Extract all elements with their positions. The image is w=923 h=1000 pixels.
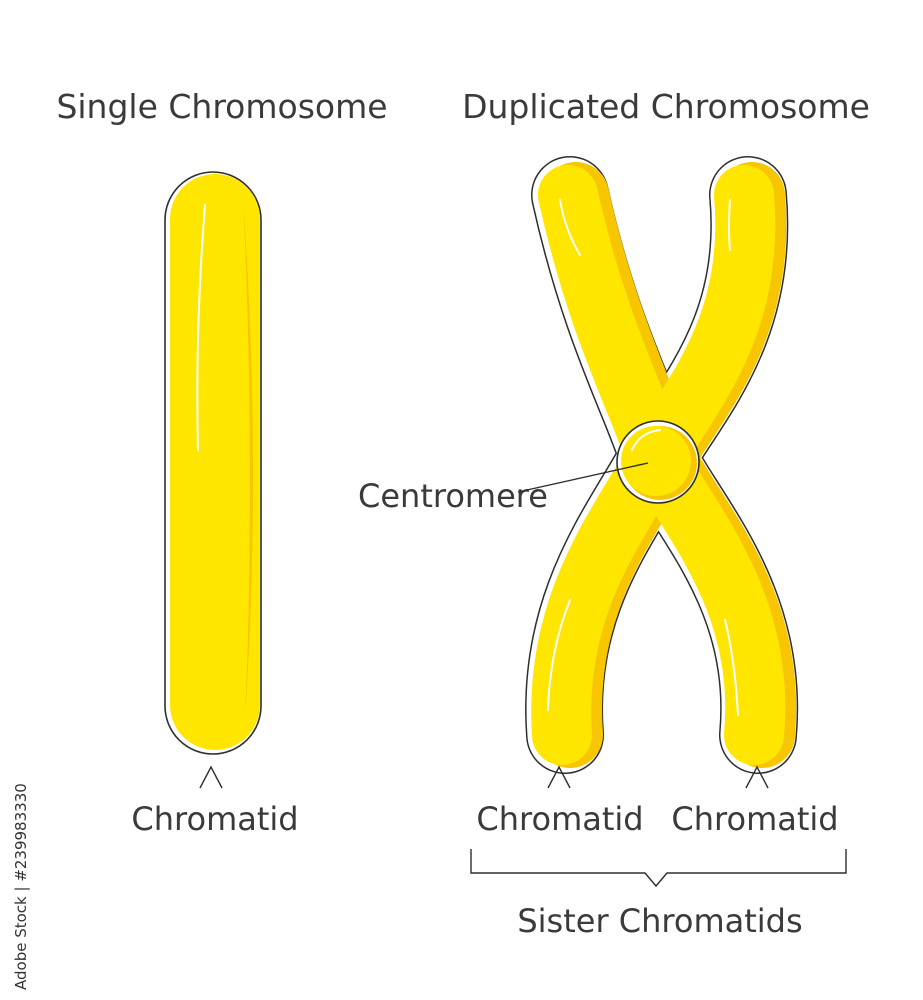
- centromere-label: Centromere: [358, 477, 548, 515]
- centromere: [621, 426, 691, 496]
- single-chromosome: [164, 171, 262, 755]
- sister-chromatids-bracket: [470, 849, 847, 888]
- single-chromosome-highlight: [196, 204, 206, 451]
- duplicated-chromosome-title: Duplicated Chromosome: [462, 87, 870, 126]
- chromatid-label-left: Chromatid: [476, 800, 643, 838]
- upper-left-highlight: [559, 199, 581, 256]
- centromere-highlight: [631, 429, 661, 451]
- chromatid-label-single: Chromatid: [131, 800, 298, 838]
- caret-left: [547, 765, 571, 789]
- single-chromosome-shade: [243, 200, 254, 720]
- caret-single: [199, 765, 223, 789]
- single-chromosome-body: [170, 174, 260, 750]
- caret-right: [745, 765, 769, 789]
- watermark-text: Adobe Stock | #239983330: [12, 783, 30, 990]
- lower-left-highlight: [547, 599, 571, 711]
- single-chromosome-outline: [164, 171, 262, 755]
- centromere-pointer: [517, 462, 649, 493]
- upper-right-highlight: [728, 199, 731, 251]
- single-chromosome-title: Single Chromosome: [56, 87, 387, 126]
- duplicated-chromosome: [525, 156, 799, 774]
- chromatid-label-right: Chromatid: [671, 800, 838, 838]
- lower-right-highlight: [724, 619, 739, 716]
- sister-chromatids-label: Sister Chromatids: [517, 902, 802, 940]
- upper-right-arm: [626, 165, 776, 487]
